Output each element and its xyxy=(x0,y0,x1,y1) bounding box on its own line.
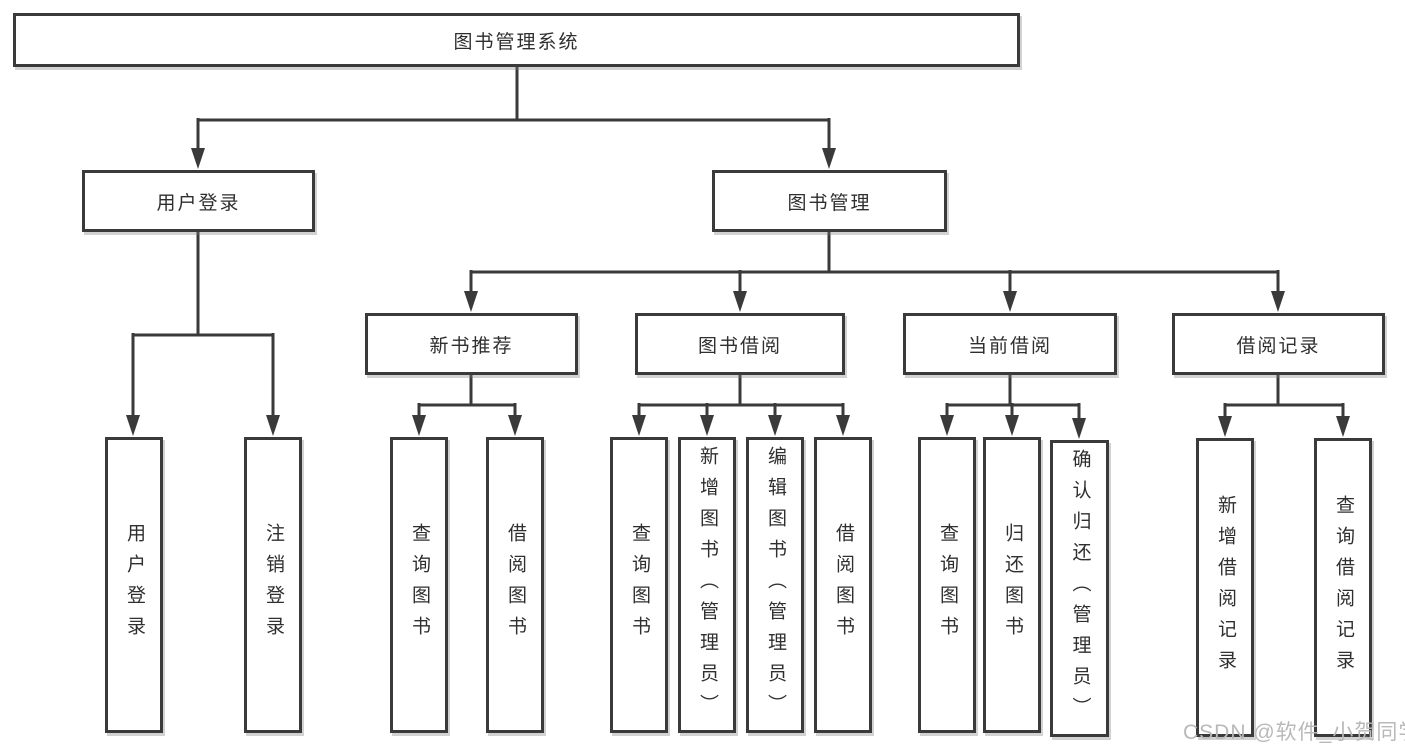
node-label: 借阅图书 xyxy=(504,523,526,647)
node-borrow-records: 借阅记录 xyxy=(1172,313,1385,375)
node-label: 查询图书 xyxy=(936,523,958,647)
connector-path xyxy=(196,67,831,150)
node-label: 注销登录 xyxy=(262,523,284,647)
connector-current-to-children xyxy=(945,375,1081,419)
leaf-add-borrow-record: 新增借阅记录 xyxy=(1196,438,1254,737)
connector-newbook-to-children xyxy=(417,375,517,416)
arrow-down-icon xyxy=(733,291,747,312)
leaf-return-books: 归还图书 xyxy=(983,437,1041,733)
node-new-book-recommend: 新书推荐 xyxy=(365,313,578,375)
arrow-down-icon xyxy=(266,415,280,436)
node-label: 图书管理 xyxy=(787,192,872,214)
arrow-down-icon xyxy=(1005,415,1019,436)
node-label: 图书管理系统 xyxy=(453,31,580,53)
arrow-down-icon xyxy=(464,291,478,312)
node-label: 用户登录 xyxy=(123,523,145,647)
arrow-down-icon xyxy=(412,415,426,436)
arrow-down-icon xyxy=(836,415,850,436)
connector-records-to-children xyxy=(1223,375,1345,417)
arrow-down-icon xyxy=(126,415,140,436)
leaf-query-borrow-record: 查询借阅记录 xyxy=(1314,438,1372,737)
node-user-login: 用户登录 xyxy=(82,170,315,232)
connector-root-to-level2 xyxy=(196,67,831,150)
leaf-add-books-admin: 新增图书（管理员） xyxy=(678,437,736,733)
node-label: 图书借阅 xyxy=(697,335,782,357)
arrow-down-icon xyxy=(1003,291,1017,312)
node-label: 查询图书 xyxy=(408,523,430,647)
arrow-down-icon xyxy=(632,415,646,436)
arrow-down-icon xyxy=(191,148,205,169)
connector-bookmgmt-to-level3 xyxy=(469,232,1280,292)
node-label: 确认归还（管理员） xyxy=(1069,449,1091,728)
node-book-management: 图书管理 xyxy=(712,170,947,232)
csdn-watermark: CSDN @软件_小贺同学 xyxy=(1183,721,1405,744)
node-label: 查询图书 xyxy=(628,523,650,647)
node-current-borrowing: 当前借阅 xyxy=(903,313,1117,375)
arrow-down-icon xyxy=(1336,416,1350,437)
arrow-down-icon xyxy=(1218,416,1232,437)
node-label: 用户登录 xyxy=(156,192,241,214)
node-label: 新增借阅记录 xyxy=(1214,494,1236,681)
connector-path xyxy=(131,232,275,416)
connector-path xyxy=(637,375,845,416)
leaf-query-books-current: 查询图书 xyxy=(918,437,976,733)
node-library-system: 图书管理系统 xyxy=(13,13,1020,67)
leaf-confirm-return-admin: 确认归还（管理员） xyxy=(1050,440,1109,737)
arrow-down-icon xyxy=(508,415,522,436)
connector-borrowing-to-children xyxy=(637,375,845,416)
leaf-edit-books-admin: 编辑图书（管理员） xyxy=(746,437,804,733)
leaf-borrow-books-recommend: 借阅图书 xyxy=(486,437,544,733)
node-label: 新增图书（管理员） xyxy=(696,445,718,725)
leaf-query-books-recommend: 查询图书 xyxy=(390,437,448,733)
arrow-down-icon xyxy=(822,148,836,169)
node-book-borrowing: 图书借阅 xyxy=(635,313,845,375)
node-label: 借阅记录 xyxy=(1236,335,1321,357)
connector-path xyxy=(417,375,517,416)
arrow-down-icon xyxy=(1072,418,1086,439)
connector-path xyxy=(1223,375,1345,417)
connector-path xyxy=(469,232,1280,292)
node-label: 当前借阅 xyxy=(967,335,1052,357)
arrow-down-icon xyxy=(1271,291,1285,312)
node-label: 编辑图书（管理员） xyxy=(764,445,786,725)
node-label: 查询借阅记录 xyxy=(1332,494,1354,681)
leaf-borrow-books: 借阅图书 xyxy=(814,437,872,733)
node-label: 归还图书 xyxy=(1001,523,1023,647)
connector-userlogin-to-children xyxy=(131,232,275,416)
node-label: 借阅图书 xyxy=(832,523,854,647)
leaf-query-books-borrowing: 查询图书 xyxy=(610,437,668,733)
arrow-down-icon xyxy=(940,415,954,436)
node-label: 新书推荐 xyxy=(429,335,514,357)
arrow-down-icon xyxy=(700,415,714,436)
arrow-down-icon xyxy=(768,415,782,436)
connector-path xyxy=(945,375,1081,419)
leaf-user-login: 用户登录 xyxy=(105,437,163,733)
leaf-logout: 注销登录 xyxy=(244,437,302,733)
